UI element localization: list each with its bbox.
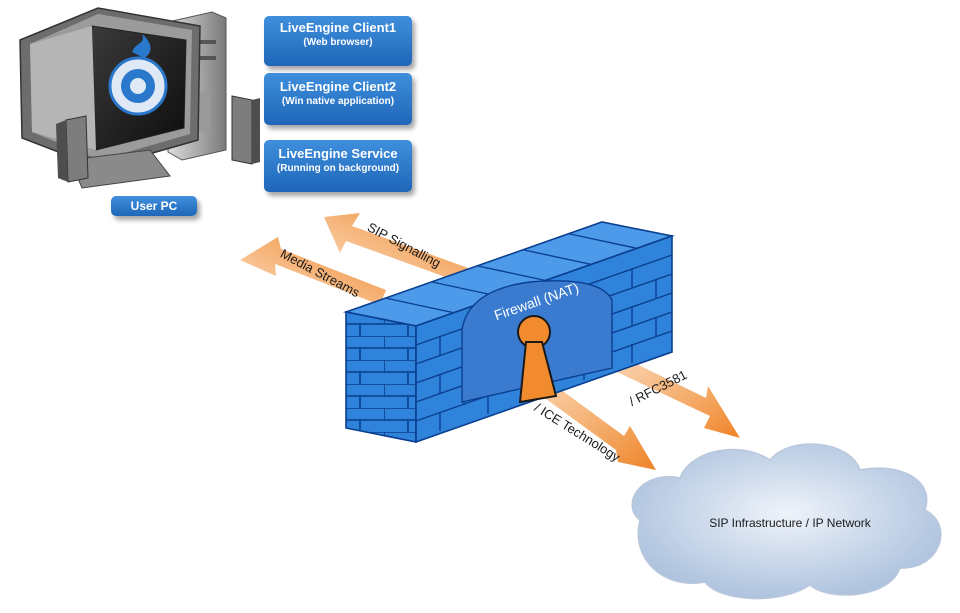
media-streams-arrow [240, 237, 386, 305]
keyhole-icon [517, 315, 558, 404]
liveengine-client1-box: LiveEngine Client1 (Web browser) [264, 16, 412, 66]
pc-monitor [19, 7, 201, 189]
live-engine-logo-icon [108, 34, 168, 116]
liveengine-client2-subtitle: (Win native application) [281, 96, 395, 107]
rfc3581-arrow [600, 349, 740, 438]
right-speaker [231, 95, 260, 165]
media-streams-label: Media Streams [278, 246, 363, 301]
liveengine-client2-box: LiveEngine Client2 (Win native applicati… [264, 73, 412, 125]
liveengine-client1-subtitle: (Web browser) [303, 37, 373, 48]
network-cloud [631, 443, 942, 600]
firewall-wall [342, 221, 676, 444]
user-pc-illustration [19, 7, 260, 189]
liveengine-service-subtitle: (Running on background) [276, 163, 400, 174]
network-label: SIP Infrastructure / IP Network [709, 516, 872, 530]
left-speaker [56, 115, 89, 183]
liveengine-service-title: LiveEngine Service [278, 146, 398, 161]
liveengine-client2-title: LiveEngine Client2 [279, 79, 397, 94]
liveengine-client1-title: LiveEngine Client1 [279, 20, 397, 35]
sip-signalling-arrow [324, 213, 468, 283]
user-pc-label: User PC [111, 196, 197, 216]
liveengine-service-box: LiveEngine Service (Running on backgroun… [264, 140, 412, 192]
